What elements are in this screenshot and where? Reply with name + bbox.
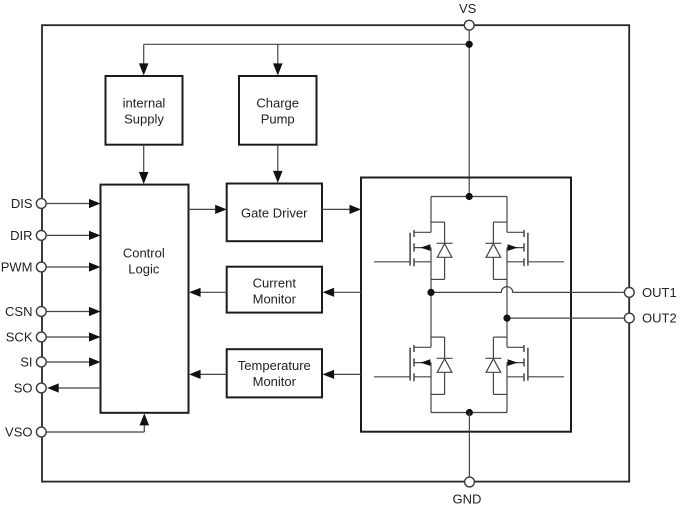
svg-text:GND: GND — [453, 491, 482, 506]
svg-text:Control: Control — [123, 246, 165, 261]
svg-text:SO: SO — [14, 381, 33, 396]
svg-text:Monitor: Monitor — [253, 292, 297, 307]
svg-text:DIS: DIS — [11, 196, 33, 211]
svg-text:VS: VS — [459, 1, 477, 16]
svg-text:DIR: DIR — [10, 228, 32, 243]
svg-text:VSO: VSO — [5, 425, 32, 440]
svg-text:Supply: Supply — [124, 112, 164, 127]
svg-text:Charge: Charge — [256, 96, 299, 111]
svg-text:Current: Current — [253, 276, 297, 291]
svg-text:SI: SI — [20, 355, 32, 370]
svg-text:Monitor: Monitor — [253, 374, 297, 389]
svg-text:OUT1: OUT1 — [642, 285, 677, 300]
svg-text:CSN: CSN — [5, 304, 32, 319]
svg-text:Logic: Logic — [128, 262, 160, 277]
svg-text:Pump: Pump — [261, 112, 295, 127]
svg-text:PWM: PWM — [1, 260, 33, 275]
svg-text:Gate Driver: Gate Driver — [241, 205, 308, 220]
svg-text:Temperature: Temperature — [238, 358, 311, 373]
svg-text:SCK: SCK — [6, 330, 33, 345]
svg-text:internal: internal — [123, 96, 166, 111]
svg-text:OUT2: OUT2 — [642, 311, 677, 326]
